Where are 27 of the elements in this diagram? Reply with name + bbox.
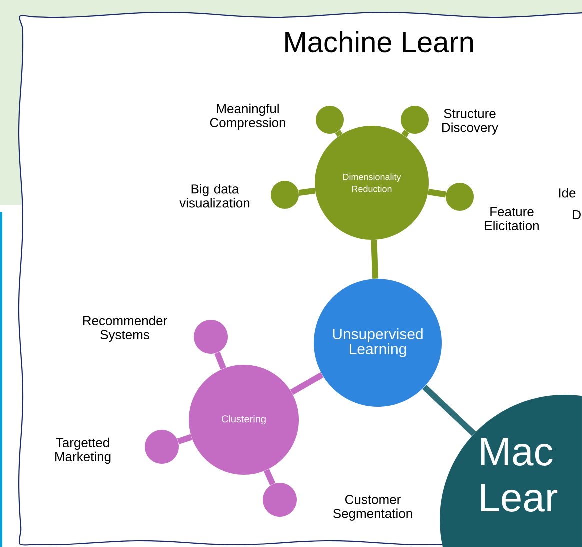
dot	[446, 183, 474, 211]
leaf-label: D	[573, 210, 581, 220]
leaf-label: Big data visualization	[180, 184, 250, 208]
connector	[298, 188, 316, 196]
leaf-label: Meaningful Compression	[210, 104, 286, 130]
dot	[316, 106, 344, 134]
connector	[290, 372, 324, 396]
dot	[271, 181, 299, 209]
dot	[194, 320, 228, 354]
connector	[264, 469, 276, 486]
leaf-label: Feature Elicitation	[485, 207, 539, 231]
connector	[428, 189, 446, 198]
leaf-label: Ide	[559, 188, 576, 198]
leaf-label: Structure Discovery	[442, 109, 498, 135]
dot	[401, 106, 429, 134]
connector	[422, 384, 476, 436]
title: Machine Learn	[286, 31, 474, 53]
leaf-label: Recommender Systems	[83, 316, 168, 342]
connector	[371, 240, 379, 279]
connector	[335, 130, 343, 138]
connector	[402, 130, 410, 138]
dot	[263, 483, 297, 517]
leaf-label: Customer Segmentation	[333, 495, 412, 521]
leaf-label: Targetted Marketing	[56, 438, 111, 464]
connector	[214, 352, 226, 370]
dot	[145, 430, 179, 464]
connector	[177, 434, 192, 444]
